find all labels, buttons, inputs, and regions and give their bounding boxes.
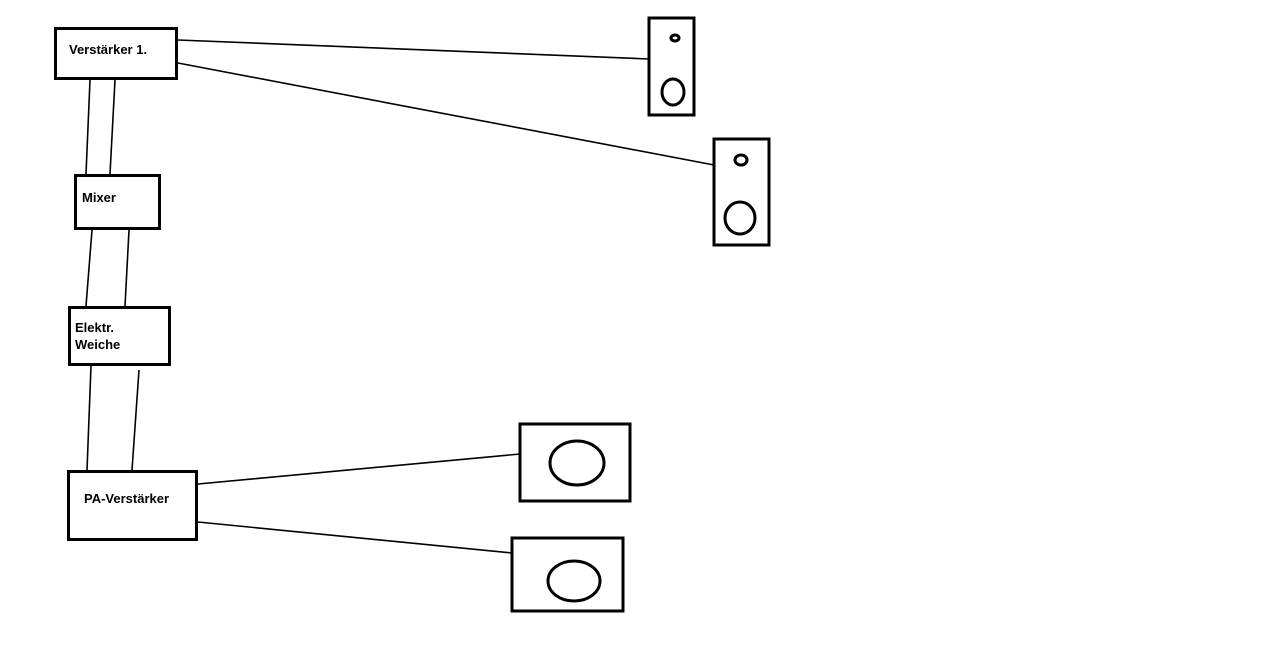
- subwoofer-bottom-driver: [546, 559, 602, 603]
- crossover-label: Elektr. Weiche: [75, 319, 165, 353]
- speaker-top-1-tweeter: [669, 33, 681, 43]
- cable-pa-to-sub-bottom: [197, 521, 513, 554]
- cable-xover-to-mixer-left: [85, 229, 93, 307]
- speaker-top-1: [647, 16, 696, 117]
- pa-amplifier-label: PA-Verstärker: [84, 491, 170, 506]
- speaker-top-2-woofer: [723, 200, 757, 236]
- pa-amplifier-box: PA-Verstärker: [67, 470, 198, 541]
- mixer-box: Mixer: [74, 174, 161, 230]
- speaker-top-2-tweeter: [733, 153, 749, 167]
- cable-mixer-to-amp1-right: [109, 79, 116, 175]
- speaker-top-2: [712, 137, 771, 247]
- crossover-box: Elektr. Weiche: [68, 306, 171, 366]
- subwoofer-top: [518, 422, 632, 503]
- crossover-label-line1: Elektr.: [75, 320, 115, 335]
- cable-xover-to-mixer-right: [124, 229, 130, 307]
- subwoofer-top-driver: [548, 439, 606, 487]
- cable-pa-to-sub-top: [197, 453, 521, 485]
- amplifier-1-box: Verstärker 1.: [54, 27, 178, 80]
- cable-pa-to-xover-left: [86, 365, 92, 471]
- cable-amp1-to-speaker-top-2: [177, 62, 715, 166]
- speaker-top-1-woofer: [660, 77, 686, 107]
- cable-amp1-to-speaker-top-1: [177, 39, 650, 60]
- crossover-label-line2: Weiche: [75, 337, 121, 352]
- mixer-label: Mixer: [82, 190, 116, 205]
- cable-mixer-to-amp1-left: [85, 79, 91, 175]
- amplifier-1-label: Verstärker 1.: [69, 42, 148, 57]
- subwoofer-bottom: [510, 536, 625, 613]
- cable-pa-to-xover-right: [131, 369, 140, 471]
